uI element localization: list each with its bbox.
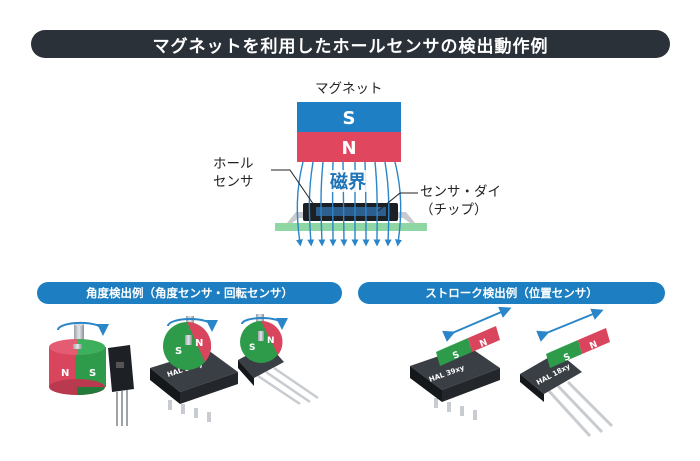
bar1-s-label: S [451, 350, 461, 362]
hall-sensor-label-line1: ホール [213, 156, 254, 172]
hall-sensor-label: ホール センサ [213, 155, 254, 191]
disk1-n-label: N [195, 338, 203, 349]
disk2-n-label: N [267, 336, 275, 346]
hall-sensor-label-line2: センサ [213, 174, 254, 190]
magnet-n-pole [297, 132, 401, 162]
angle-example-cylinder: N S [49, 321, 134, 426]
pcb-board [275, 223, 427, 231]
magnet-s-pole [297, 102, 401, 132]
bar2-n-label: N [588, 340, 599, 352]
hall-sensor-leader [271, 169, 317, 209]
stroke-detection-heading: ストローク検出例（位置センサ） [358, 282, 665, 304]
sensor-die-leader [377, 192, 418, 212]
magnet-label: マグネット [315, 81, 383, 97]
disk2-s-label: S [249, 343, 255, 353]
sensor-die-label-line2: （チップ） [420, 202, 488, 218]
angle-detection-heading: 角度検出例（角度センサ・回転センサ） [37, 282, 342, 304]
stroke-example-to: HAL 18xy S N [520, 308, 614, 438]
bar2-s-label: S [562, 352, 572, 364]
sensor-lead-right [394, 212, 415, 223]
bar1-n-label: N [478, 338, 489, 350]
cylinder-s-label: S [89, 368, 96, 379]
sensor-die-label-line1: センサ・ダイ [420, 184, 501, 200]
cylinder-n-label: N [61, 368, 69, 379]
magnetic-field-label: 磁界 [330, 171, 366, 193]
stroke-example-soic: HAL 39xy S N [410, 306, 512, 420]
magnet-s-label: S [343, 108, 356, 129]
disk1-s-label: S [175, 346, 182, 357]
sensor-die [316, 207, 386, 216]
page-title: マグネットを利用したホールセンサの検出動作例 [31, 30, 670, 58]
angle-example-disk-soic: HAL 36xy S N [150, 316, 238, 422]
magnet-n-label: N [341, 138, 356, 159]
sensor-die-label: センサ・ダイ （チップ） [420, 183, 501, 219]
angle-example-disk-to: S N [238, 314, 319, 406]
